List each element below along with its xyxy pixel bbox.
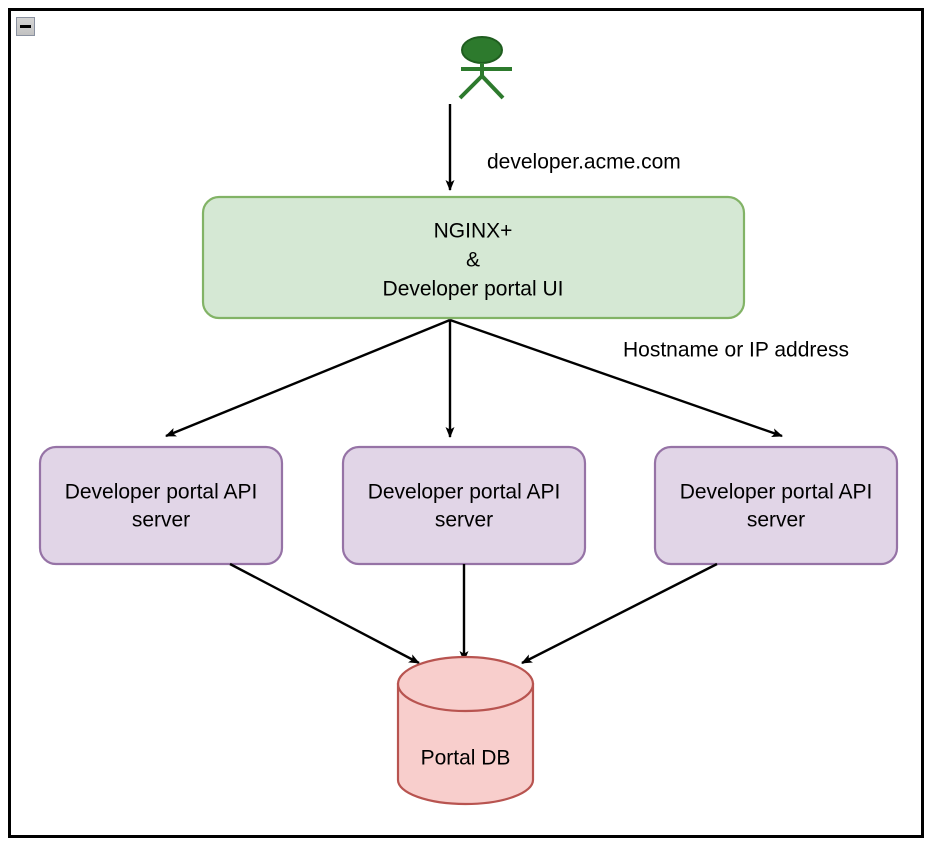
node-nginx-label-line1: NGINX+ bbox=[434, 220, 513, 243]
edge-label-developer-acme-com: developer.acme.com bbox=[487, 151, 681, 174]
edge-api1-to-db bbox=[229, 562, 420, 665]
node-api-server-2-label-line1: Developer portal API bbox=[368, 481, 561, 504]
node-portal-db[interactable]: Portal DB bbox=[396, 655, 535, 806]
node-api-server-3-label-line2: server bbox=[747, 509, 805, 532]
actor-icon bbox=[458, 36, 512, 100]
minus-glyph bbox=[20, 25, 31, 28]
edge-api3-to-db bbox=[521, 562, 718, 665]
node-api-server-1-label-line2: server bbox=[132, 509, 190, 532]
node-api-server-1-label-line1: Developer portal API bbox=[65, 481, 258, 504]
edge-nginx-to-api3 bbox=[449, 318, 783, 438]
edge-label-hostname-or-ip: Hostname or IP address bbox=[623, 339, 849, 362]
node-api-server-2-label-line2: server bbox=[435, 509, 493, 532]
edge-nginx-to-api1 bbox=[165, 318, 451, 438]
node-api-server-1[interactable]: Developer portal API server bbox=[38, 445, 284, 566]
collapse-icon[interactable] bbox=[16, 17, 35, 36]
node-api-server-2[interactable]: Developer portal API server bbox=[341, 445, 587, 566]
node-nginx-label-line2: & bbox=[466, 249, 480, 272]
node-api-server-3-label-line1: Developer portal API bbox=[680, 481, 873, 504]
node-api-server-3[interactable]: Developer portal API server bbox=[653, 445, 899, 566]
node-portal-db-label: Portal DB bbox=[421, 747, 511, 770]
node-nginx-portal-ui[interactable]: NGINX+ & Developer portal UI bbox=[201, 195, 746, 320]
node-nginx-label-line3: Developer portal UI bbox=[383, 278, 564, 301]
